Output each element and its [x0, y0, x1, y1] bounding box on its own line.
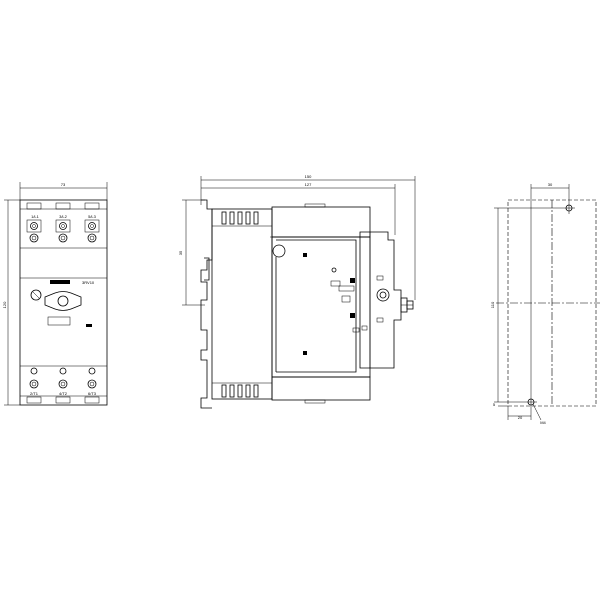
svg-text:◦: ◦: [37, 299, 38, 303]
rotary-knob: ◦: [30, 289, 92, 327]
terminal-top-1: 1/L1: [31, 214, 40, 219]
vent-top: [221, 211, 259, 225]
front-height-label: 120: [2, 301, 7, 308]
front-housing: [19, 199, 108, 406]
side-rail-label: 35: [178, 250, 183, 255]
bottom-screw-row: [29, 367, 97, 389]
side-depth-body-label: 127: [305, 182, 312, 187]
front-view: 73 120 1/L1 3/L2 5/L3: [2, 182, 108, 406]
terminal-bottom-1: 2/T1: [30, 391, 39, 396]
side-depth-total-label: 150: [305, 174, 312, 179]
drilling-pattern-view: 30 110 5 20 M4: [490, 182, 600, 425]
side-housing-rear: [211, 208, 273, 400]
hole-spacing-v-label: 110: [490, 301, 495, 308]
terminal-bottom-3: 6/T3: [88, 391, 97, 396]
side-view: 150 127 35: [178, 174, 416, 409]
top-screw-row: [26, 219, 100, 243]
side-center-block: [271, 236, 371, 378]
din-clip: [200, 199, 213, 409]
side-top-block: [271, 206, 371, 238]
hole-spacing-h-label: 30: [548, 182, 553, 187]
nameplate-bar: [50, 280, 70, 284]
vent-bottom: [221, 384, 259, 398]
front-width-label: 73: [61, 182, 66, 187]
terminal-top-3: 5/L3: [88, 214, 97, 219]
hole-offset-left-label: 20: [518, 415, 523, 420]
hole-diameter-label: M4: [540, 420, 546, 425]
terminal-top-2: 3/L2: [59, 214, 68, 219]
side-knob-housing: [359, 231, 402, 369]
terminal-bottom-2: 4/T2: [59, 391, 68, 396]
hole-offset-bottom-label: 5: [493, 402, 496, 407]
nameplate-label: 3RV10: [82, 280, 95, 285]
side-bottom-block: [271, 376, 371, 401]
